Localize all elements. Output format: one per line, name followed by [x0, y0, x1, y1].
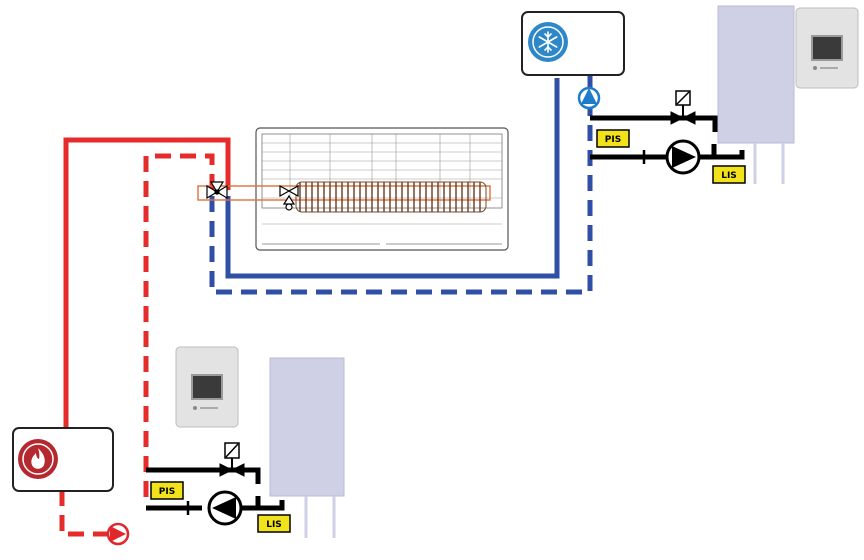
pis-label: PIS: [159, 487, 175, 497]
pis-label: PIS: [605, 135, 621, 145]
cooling-pressure-switch-tag: PIS: [596, 129, 630, 148]
cooling-circulation-pump-icon: [577, 86, 601, 110]
hot-return-line-dashed: [59, 153, 215, 537]
heating-storage-tank: [269, 357, 345, 538]
cooling-control-panel: [795, 7, 859, 89]
three-way-valve-icon: [206, 181, 228, 200]
hot-supply-line: [63, 137, 231, 432]
fan-coil-unit: [255, 127, 509, 251]
heating-booster-pump-icon: [207, 490, 243, 526]
heating-pump-group: [146, 442, 285, 515]
heating-circulation-pump-icon: [106, 522, 130, 546]
heating-control-panel: [175, 346, 239, 428]
cooling-level-switch-tag: LIS: [712, 165, 746, 184]
cooling-pump-group: [590, 90, 745, 164]
snowflake-icon: [528, 22, 568, 62]
heating-source-unit: [12, 427, 114, 492]
cooling-storage-tank: [717, 5, 795, 184]
cooling-booster-pump-icon: [665, 139, 701, 175]
balancing-valve-icon: [279, 184, 299, 211]
cooling-source-unit: [521, 11, 625, 76]
lis-label: LIS: [721, 171, 737, 181]
flame-icon: [18, 439, 58, 479]
lis-label: LIS: [266, 520, 282, 530]
heating-pressure-switch-tag: PIS: [150, 481, 184, 500]
cold-supply-line: [225, 78, 560, 279]
heating-level-switch-tag: LIS: [257, 514, 291, 533]
heat-exchanger-coil: [197, 181, 491, 213]
